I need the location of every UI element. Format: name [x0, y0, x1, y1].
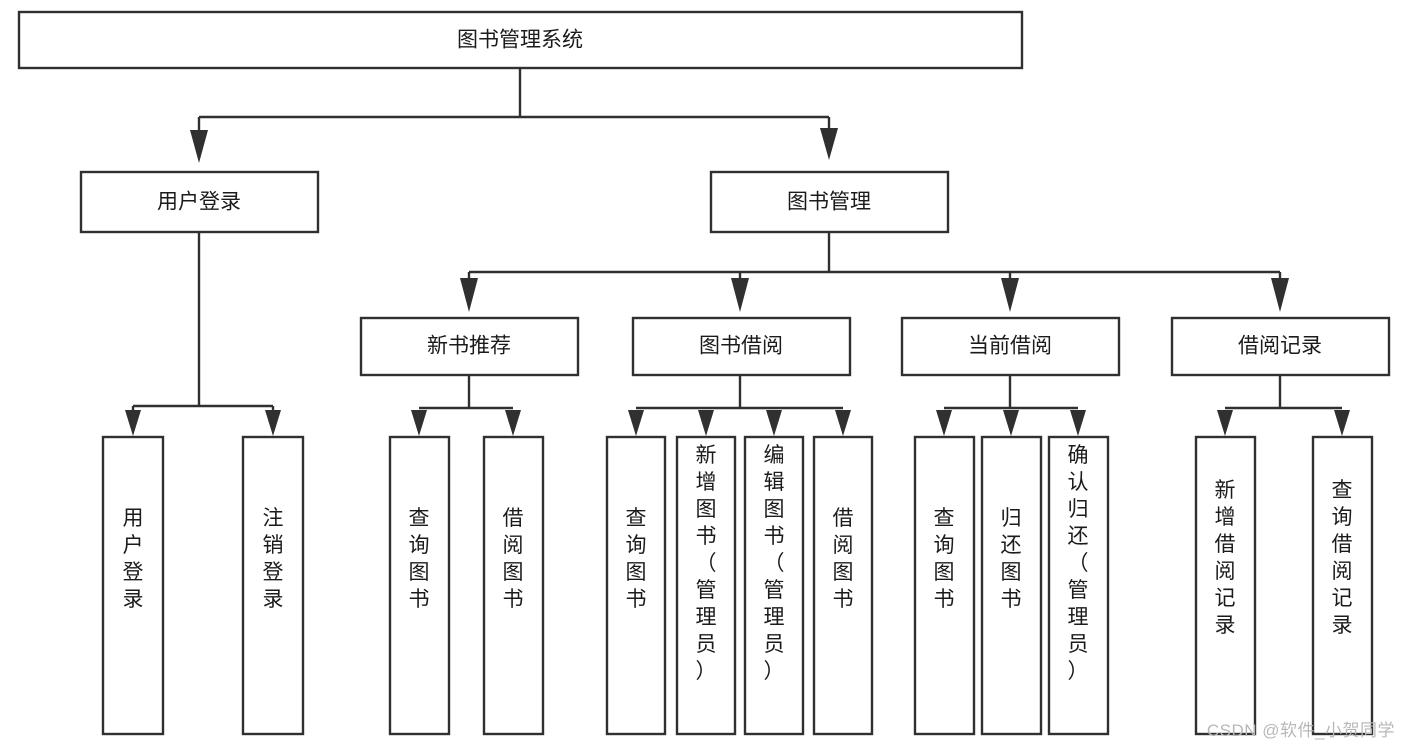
node-leaf-query-record-box[interactable] [1311, 435, 1374, 736]
node-leaf-user-login-label: 用户登录 [123, 507, 144, 611]
node-leaf-user-logout-box[interactable] [241, 435, 305, 736]
node-leaf-borrow-book-1-label: 借阅图书 [503, 507, 524, 611]
node-leaf-query-book-1[interactable]: 查询图书 [388, 435, 451, 736]
node-leaf-user-logout[interactable]: 注销登录 [241, 435, 305, 736]
node-leaf-borrow-book-2-box[interactable] [812, 435, 874, 736]
arrow-head-leaf-query-book-3 [936, 410, 952, 436]
node-leaf-return-book[interactable]: 归还图书 [980, 435, 1043, 736]
node-leaf-return-book-label: 归还图书 [1001, 507, 1022, 611]
arrow-head-leaf-user-logout [265, 410, 281, 436]
arrow-head-leaf-add-book [698, 410, 714, 436]
node-leaf-add-book-box[interactable] [675, 435, 737, 736]
node-book-borrow-label: 图书借阅 [699, 335, 783, 358]
node-leaf-borrow-book-1-box[interactable] [482, 435, 545, 736]
node-leaf-add-book-label: 新增图书（管理员） [696, 444, 717, 683]
node-leaf-query-book-3-box[interactable] [913, 435, 976, 736]
node-leaf-confirm-return-label: 确认归还（管理员） [1068, 444, 1089, 683]
node-book-manage[interactable]: 图书管理 [709, 170, 950, 234]
arrow-head-leaf-query-record [1334, 410, 1350, 436]
node-borrow-record-box[interactable] [1170, 316, 1391, 377]
csdn-watermark: CSDN @软件_小贺同学 [1206, 721, 1395, 740]
node-leaf-query-record[interactable]: 查询借阅记录 [1311, 435, 1374, 736]
node-current-borrow-label: 当前借阅 [968, 335, 1052, 358]
node-user-login-label: 用户登录 [157, 191, 241, 214]
arrow-head-book-manage [820, 128, 838, 160]
node-leaf-query-book-2-box[interactable] [605, 435, 667, 736]
node-leaf-confirm-return[interactable]: 确认归还（管理员） [1047, 435, 1110, 736]
node-leaf-return-book-box[interactable] [980, 435, 1043, 736]
connector-group-root [190, 68, 838, 163]
node-leaf-query-record-label: 查询借阅记录 [1332, 479, 1353, 637]
node-leaf-edit-book[interactable]: 编辑图书（管理员） [743, 435, 805, 736]
arrow-head-leaf-return-book [1003, 410, 1019, 436]
node-leaf-add-book[interactable]: 新增图书（管理员） [675, 435, 737, 736]
node-leaf-query-book-1-box[interactable] [388, 435, 451, 736]
node-new-book-recommend-label: 新书推荐 [427, 335, 511, 358]
node-leaf-edit-book-box[interactable] [743, 435, 805, 736]
node-leaf-add-record[interactable]: 新增借阅记录 [1194, 435, 1257, 736]
node-leaf-borrow-book-2-label: 借阅图书 [833, 507, 854, 611]
node-leaf-query-book-3[interactable]: 查询图书 [913, 435, 976, 736]
node-leaf-borrow-book-2[interactable]: 借阅图书 [812, 435, 874, 736]
node-leaf-query-book-3-label: 查询图书 [934, 507, 955, 611]
node-leaf-add-record-box[interactable] [1194, 435, 1257, 736]
node-book-manage-box[interactable] [709, 170, 950, 234]
arrow-head-leaf-user-login [125, 410, 141, 436]
node-root[interactable]: 图书管理系统 [17, 10, 1024, 70]
node-user-login-box[interactable] [79, 170, 320, 234]
node-leaf-query-book-1-label: 查询图书 [409, 507, 430, 611]
node-leaf-add-record-label: 新增借阅记录 [1215, 479, 1236, 637]
arrow-head-leaf-confirm-return [1070, 410, 1086, 436]
node-user-login[interactable]: 用户登录 [79, 170, 320, 234]
node-borrow-record-label: 借阅记录 [1238, 335, 1322, 358]
arrow-head-leaf-edit-book [766, 410, 782, 436]
node-leaf-confirm-return-box[interactable] [1047, 435, 1110, 736]
node-borrow-record[interactable]: 借阅记录 [1170, 316, 1391, 377]
arrow-head-current-borrow [1001, 278, 1019, 312]
connector-group-current-borrow [936, 375, 1086, 436]
connector-group-book-borrow [628, 375, 851, 436]
arrow-head-new-book-recommend [460, 278, 478, 312]
node-leaf-borrow-book-1[interactable]: 借阅图书 [482, 435, 545, 736]
node-leaf-edit-book-label: 编辑图书（管理员） [764, 444, 785, 683]
arrow-head-user-login [190, 130, 208, 163]
node-root-label: 图书管理系统 [457, 29, 583, 52]
node-leaf-query-book-2[interactable]: 查询图书 [605, 435, 667, 736]
connector-group-user-login [125, 232, 281, 436]
arrow-head-leaf-query-book-1 [411, 410, 427, 436]
node-current-borrow[interactable]: 当前借阅 [900, 316, 1121, 377]
arrow-head-borrow-record [1271, 278, 1289, 312]
arrow-head-leaf-add-record [1217, 410, 1233, 436]
node-book-borrow[interactable]: 图书借阅 [631, 316, 852, 377]
node-new-book-recommend[interactable]: 新书推荐 [359, 316, 580, 377]
node-leaf-user-login[interactable]: 用户登录 [101, 435, 165, 736]
arrow-head-leaf-borrow-book-2 [835, 410, 851, 436]
node-leaf-user-login-box[interactable] [101, 435, 165, 736]
node-book-borrow-box[interactable] [631, 316, 852, 377]
node-leaf-query-book-2-label: 查询图书 [626, 507, 647, 611]
node-current-borrow-box[interactable] [900, 316, 1121, 377]
connector-group-new-book-recommend [411, 375, 521, 436]
node-book-manage-label: 图书管理 [787, 191, 871, 214]
arrow-head-leaf-borrow-book-1 [505, 410, 521, 436]
arrow-head-leaf-query-book-2 [628, 410, 644, 436]
node-root-box[interactable] [17, 10, 1024, 70]
connector-group-borrow-record [1217, 375, 1350, 436]
arrow-head-book-borrow [731, 278, 749, 312]
node-leaf-user-logout-label: 注销登录 [263, 507, 284, 611]
connector-group-book-manage [460, 232, 1289, 312]
node-new-book-recommend-box[interactable] [359, 316, 580, 377]
